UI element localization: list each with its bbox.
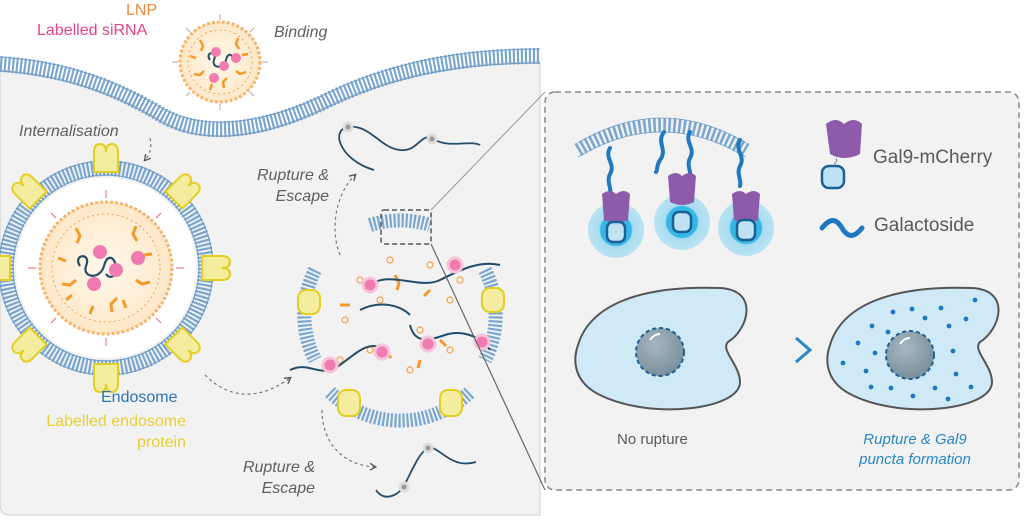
endosome-protein — [201, 255, 232, 281]
label-binding: Binding — [274, 24, 328, 41]
inset-membrane — [574, 118, 750, 157]
label-rupture-escape-top-line2: Escape — [275, 187, 329, 205]
endosome-protein — [163, 173, 201, 211]
nucleus — [885, 330, 935, 380]
label-no-rupture: No rupture — [617, 431, 688, 448]
endosome-protein — [11, 325, 49, 363]
galactoside-chains — [606, 130, 744, 196]
gal9-complex — [718, 191, 774, 256]
label-labelled-sirna: Labelled siRNA — [37, 22, 148, 39]
label-rupture-gal9-puncta: Rupture & Gal9 puncta formation — [830, 432, 1000, 468]
endosome — [0, 142, 232, 394]
galactoside-icon — [819, 218, 865, 238]
escaped-sirna — [338, 126, 481, 171]
legend-galactoside: Galactoside — [874, 215, 975, 236]
label-rupture-escape-top-line1: Rupture & — [256, 167, 329, 184]
endosome-protein — [0, 255, 11, 281]
label-labelled-endosome-protein-line1: Labelled endosome — [46, 413, 186, 430]
gal9-complex — [588, 191, 644, 258]
escape-arrow-top — [334, 173, 357, 256]
label-labelled-endosome-protein-line2: protein — [137, 433, 186, 451]
label-labelled-endosome-protein: Labelled endosome protein — [28, 413, 186, 452]
label-rupture-escape-bottom-line1: Rupture & — [242, 459, 315, 476]
endosome-protein — [93, 142, 119, 173]
label-internalisation: Internalisation — [19, 123, 119, 140]
endosome-protein — [93, 363, 119, 394]
escaped-sirna — [375, 446, 477, 498]
internalisation-arrow — [143, 137, 152, 162]
gal9-mcherry-icon — [820, 120, 862, 190]
plasma-membrane — [0, 48, 541, 138]
label-rupture-escape-bottom-line2: Escape — [261, 479, 315, 497]
gal9-puncta — [840, 297, 978, 402]
label-rupture-escape-top: Rupture & Escape — [247, 167, 329, 206]
escape-arrow-bottom — [321, 409, 378, 471]
ruptured-endosome — [289, 213, 505, 428]
endosome-protein — [163, 325, 201, 363]
nucleus — [635, 327, 685, 377]
label-lnp: LNP — [126, 2, 158, 19]
label-rupture-line2: puncta formation — [859, 450, 971, 468]
label-endosome: Endosome — [101, 389, 178, 406]
label-rupture-escape-bottom: Rupture & Escape — [233, 459, 315, 498]
gal9-complex — [654, 173, 710, 250]
label-rupture-line1: Rupture & Gal9 — [863, 431, 967, 448]
endosome-protein — [11, 173, 49, 211]
legend-gal9-mcherry: Gal9-mCherry — [873, 147, 993, 168]
lnp-particle — [172, 14, 268, 110]
